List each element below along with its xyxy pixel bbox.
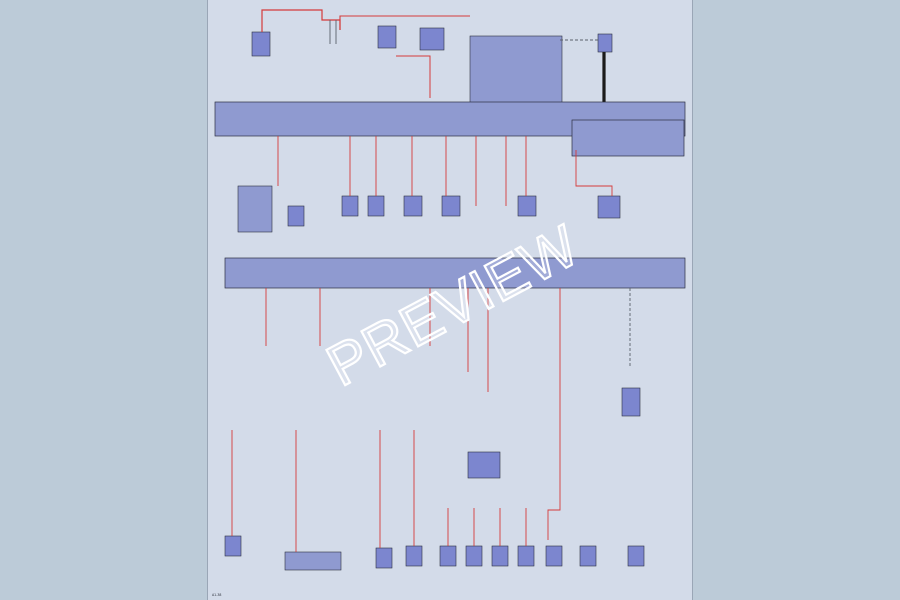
module-center-5 <box>517 195 537 217</box>
module-center-4 <box>441 195 461 217</box>
middle-section <box>214 101 686 233</box>
lower-section <box>224 257 686 571</box>
top-branch-wire <box>396 55 431 98</box>
top-right-module <box>469 35 563 105</box>
right-side-module <box>621 387 641 417</box>
lower-bus-band <box>224 257 686 289</box>
module-left-1 <box>237 185 273 233</box>
sheet-page-label: A1-38 <box>212 593 221 597</box>
top-feed-wire <box>261 9 341 32</box>
bottom-connector-10 <box>627 545 645 567</box>
watermark-outline: PREVIEW <box>317 213 590 399</box>
top-relay <box>597 33 613 53</box>
bottom-connector-3 <box>405 545 423 567</box>
bottom-connector-2 <box>375 547 393 569</box>
watermark: PREVIEW PREVIEW <box>316 212 591 400</box>
module-center-3 <box>403 195 423 217</box>
lower-drop-wires <box>265 288 489 392</box>
top-power-wire <box>339 15 470 30</box>
module-right-1 <box>597 195 621 219</box>
bottom-connector-9 <box>579 545 597 567</box>
bottom-connector-7 <box>517 545 535 567</box>
top-fuse-box <box>419 27 445 51</box>
top-section <box>251 9 613 114</box>
middle-drop-wires <box>277 136 527 206</box>
module-center-1 <box>341 195 359 217</box>
lower-right-wire <box>547 288 561 540</box>
middle-right-wire <box>575 150 613 196</box>
bottom-connector-4 <box>439 545 457 567</box>
bottom-connector-1 <box>224 535 242 557</box>
bottom-connector-5 <box>465 545 483 567</box>
top-ground-wires <box>329 20 337 44</box>
bottom-connector-8 <box>545 545 563 567</box>
bottom-drop-wires <box>231 430 527 552</box>
right-fuse-block <box>571 119 685 157</box>
central-module <box>467 451 501 479</box>
bottom-module-wide <box>284 551 342 571</box>
wiring-diagram-sheet <box>208 0 692 600</box>
module-left-2 <box>287 205 305 227</box>
bottom-connector-6 <box>491 545 509 567</box>
top-left-component <box>251 31 271 57</box>
top-center-component <box>377 25 397 49</box>
module-center-2 <box>367 195 385 217</box>
